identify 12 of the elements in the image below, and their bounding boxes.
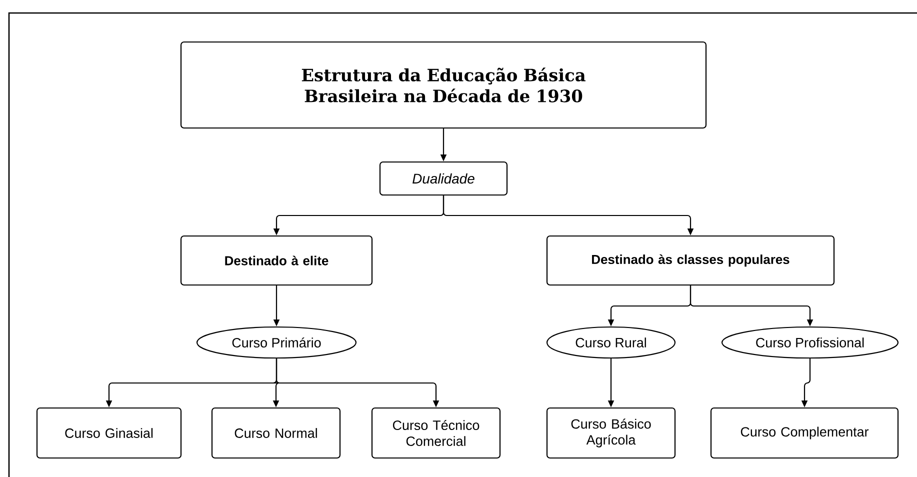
process-box: Curso Ginasial [36, 407, 182, 459]
process-box: Destinado às classes populares [546, 235, 835, 286]
process-box: Curso Básico Agrícola [546, 407, 676, 459]
oval-node: Curso Profissional [721, 326, 899, 359]
title-box: Estrutura da Educação Básica Brasileira na Década de 1930 [180, 41, 707, 129]
process-box: Curso Complementar [710, 407, 899, 459]
process-box: Curso Normal [211, 407, 341, 459]
oval-node: Curso Primário [196, 326, 357, 359]
process-box: Curso Técnico Comercial [371, 407, 501, 459]
oval-node: Curso Rural [546, 326, 676, 359]
process-box: Dualidade [379, 161, 508, 196]
process-box: Destinado à elite [180, 235, 373, 286]
